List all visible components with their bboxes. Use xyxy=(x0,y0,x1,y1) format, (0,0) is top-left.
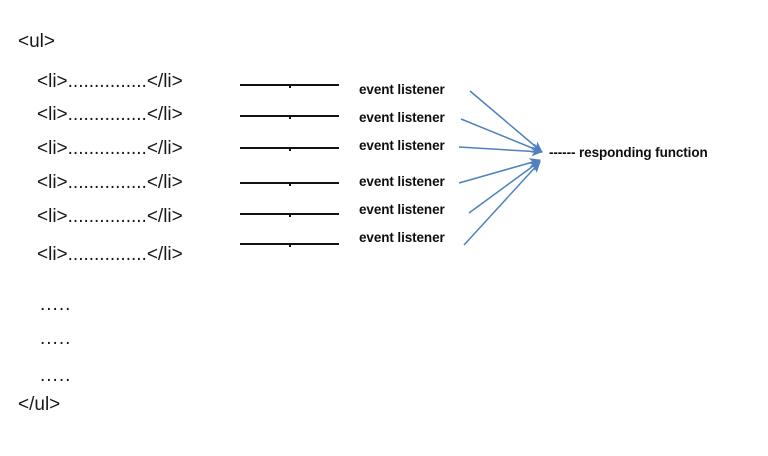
event-listener-label-1: event listener xyxy=(359,82,445,97)
connector-rule-2 xyxy=(240,115,339,119)
responding-function-label: ------ responding function xyxy=(549,145,708,160)
event-listener-label-6: event listener xyxy=(359,230,445,245)
code-line-ul-close: </ul> xyxy=(18,394,61,415)
event-listener-label-5: event listener xyxy=(359,202,445,217)
code-line-li-1: <li>...............</li> xyxy=(37,71,183,92)
code-line-li-3: <li>...............</li> xyxy=(37,138,183,159)
arrow-from-listener-4 xyxy=(458,158,541,184)
connector-rule-5 xyxy=(240,213,339,217)
code-line-li-4: <li>...............</li> xyxy=(37,172,183,193)
arrow-from-listener-1 xyxy=(469,90,543,153)
code-line-li-2: <li>...............</li> xyxy=(37,104,183,125)
connector-rule-1 xyxy=(240,84,339,88)
connector-rule-4 xyxy=(240,182,339,186)
event-listener-label-2: event listener xyxy=(359,110,445,125)
code-line-ul-open: <ul> xyxy=(18,31,55,52)
code-line-ellipsis-2: ..... xyxy=(40,328,72,349)
code-line-ellipsis-1: ..... xyxy=(40,294,72,315)
event-listener-label-4: event listener xyxy=(359,174,445,189)
code-line-li-5: <li>...............</li> xyxy=(37,206,183,227)
arrow-from-listener-3 xyxy=(458,146,543,157)
arrow-from-listener-5 xyxy=(468,160,541,214)
code-line-ellipsis-3: ..... xyxy=(40,365,72,386)
event-listener-label-3: event listener xyxy=(359,138,445,153)
arrow-from-listener-2 xyxy=(460,118,543,153)
arrow-from-listener-6 xyxy=(463,161,541,246)
code-line-li-6: <li>...............</li> xyxy=(37,244,183,265)
connector-rule-6 xyxy=(240,243,339,247)
connector-rule-3 xyxy=(240,147,339,151)
html-markup-code-block: <ul> <li>...............</li> <li>......… xyxy=(0,0,250,456)
